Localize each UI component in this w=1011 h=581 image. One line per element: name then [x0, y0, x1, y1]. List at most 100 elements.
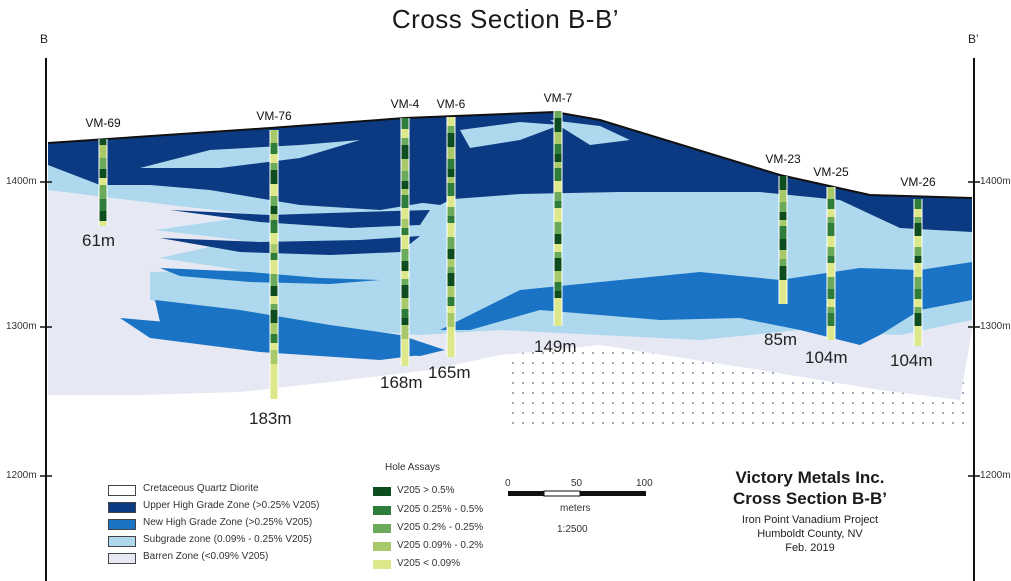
legend-swatch-upper-high-grade [108, 502, 136, 513]
assay-swatch-4 [373, 542, 391, 551]
scale-ratio: 1:2500 [557, 524, 588, 535]
legend-label-subgrade: Subgrade zone (0.09% - 0.25% V205) [143, 534, 312, 545]
drill-hole-assay-segment [447, 216, 455, 223]
elev-left-1200: 1200m [6, 470, 37, 481]
drill-hole-assay-segment [447, 117, 455, 126]
drill-hole-assay-segment [401, 361, 409, 366]
drill-hole-assay-segment [827, 299, 835, 307]
drill-hole-name: VM-7 [544, 91, 573, 105]
drill-hole-assay-segment [447, 306, 455, 313]
legend-swatch-diorite [108, 485, 136, 496]
topography-line [47, 110, 973, 199]
drill-hole-assay-segment [401, 129, 409, 138]
drill-hole-assay-segment [779, 220, 787, 226]
drill-hole-assay-segment [99, 178, 107, 185]
drill-hole-name: VM-26 [900, 175, 936, 189]
drill-hole-assay-segment [914, 256, 922, 263]
scale-tick-100: 100 [636, 478, 653, 489]
drill-hole-assay-segment [270, 196, 278, 206]
drill-hole-assay-segment [401, 325, 409, 339]
drill-hole-assay-segment [447, 169, 455, 177]
assay-swatch-5 [373, 560, 391, 569]
drill-hole-assay-segment [554, 154, 562, 162]
drill-hole-assay-segment [447, 327, 455, 339]
drill-hole-assay-segment [270, 394, 278, 399]
drill-hole-assay-segment [401, 171, 409, 181]
drill-hole-assay-segment [401, 138, 409, 145]
drill-hole-assay-segment [270, 296, 278, 304]
drill-hole-assay-segment [554, 244, 562, 252]
section-end-right: B’ [968, 32, 979, 46]
drill-hole-assay-segment [914, 289, 922, 299]
drill-hole-assay-segment [270, 206, 278, 214]
drill-hole-assay-segment [447, 267, 455, 273]
drill-hole-assay-segment [827, 337, 835, 340]
drill-hole-assay-segment [914, 247, 922, 256]
figure-title: Cross Section B-B’ [391, 4, 620, 34]
drill-hole-assay-segment [401, 235, 409, 249]
drill-hole-assay-segment [270, 244, 278, 253]
info-subtitle: Cross Section B-B’ [733, 489, 887, 508]
legend-label-barren: Barren Zone (<0.09% V205) [143, 551, 269, 562]
drill-hole-assay-segment [827, 217, 835, 223]
drill-hole-assay-segment [554, 258, 562, 271]
drill-hole-name: VM-69 [85, 116, 121, 130]
drill-hole-assay-segment [270, 184, 278, 196]
drill-hole-assay-segment [401, 228, 409, 235]
elev-right-1400: 1400m [980, 176, 1011, 187]
subgrade-lens-1 [140, 140, 360, 168]
assay-label-5: V205 < 0.09% [397, 558, 461, 569]
legend-swatch-subgrade [108, 536, 136, 547]
drill-hole-depth: 165m [428, 363, 471, 382]
drill-hole-depth: 61m [82, 231, 115, 250]
drill-hole-assay-segment [270, 350, 278, 364]
elev-right-1300: 1300m [980, 321, 1011, 332]
drill-hole-assay-segment [554, 144, 562, 154]
drill-hole-assay-segment [99, 139, 107, 145]
drill-hole-assay-segment [270, 130, 278, 143]
drill-hole-assay-segment [914, 326, 922, 337]
assay-swatch-3 [373, 524, 391, 533]
upper-high-grade-zone [48, 112, 972, 232]
drill-hole-assay-segment [779, 250, 787, 259]
drill-hole-assay-segment [447, 207, 455, 216]
drill-hole-assay-segment [270, 143, 278, 154]
drill-hole-assay-segment [99, 221, 107, 226]
drill-hole-assay-segment [270, 163, 278, 170]
elev-right-1200: 1200m [980, 470, 1011, 481]
drill-hole-depth: 183m [249, 409, 292, 428]
legend-label-new-high-grade: New High Grade Zone (>0.25% V205) [143, 517, 313, 528]
drill-hole-assay-segment [779, 239, 787, 250]
drill-hole-assay-segment [914, 307, 922, 313]
drill-hole-depth: 85m [764, 330, 797, 349]
assay-label-3: V205 0.2% - 0.25% [397, 522, 484, 533]
subgrade-lens-3 [550, 120, 630, 145]
drill-hole-assay-segment [99, 145, 107, 158]
drill-hole-assay-segment [270, 220, 278, 233]
drill-hole-assay-segment [401, 271, 409, 279]
drill-hole-assay-segment [447, 339, 455, 349]
drill-hole-assay-segment [447, 126, 455, 133]
project-name: Iron Point Vanadium Project [741, 514, 879, 526]
drill-hole-depth: 104m [805, 348, 848, 367]
drill-hole-assay-segment [554, 324, 562, 326]
drill-hole-assay-segment [554, 162, 562, 168]
drill-hole-assay-segment [401, 181, 409, 189]
drill-hole-assay-segment [270, 386, 278, 394]
drill-hole-assay-segment [914, 337, 922, 346]
drill-hole-assay-segment [554, 201, 562, 208]
drill-hole-assay-segment [779, 292, 787, 302]
company-name: Victory Metals Inc. [735, 468, 885, 487]
scale-tick-0: 0 [505, 478, 511, 489]
upper-high-grade-band-2 [160, 236, 420, 255]
drill-hole-name: VM-4 [391, 97, 420, 111]
drill-hole-assay-segment [270, 376, 278, 386]
drill-hole-assay-segment [554, 234, 562, 244]
drill-hole-assay-segment [270, 214, 278, 220]
drill-hole-assay-segment [827, 209, 835, 217]
drill-hole-assay-segment [447, 249, 455, 259]
subgrade-lens-2 [460, 122, 560, 148]
assay-label-4: V205 0.09% - 0.2% [397, 540, 484, 551]
scale-bar-black-2 [580, 491, 646, 496]
new-high-grade-zone-2 [155, 300, 445, 356]
